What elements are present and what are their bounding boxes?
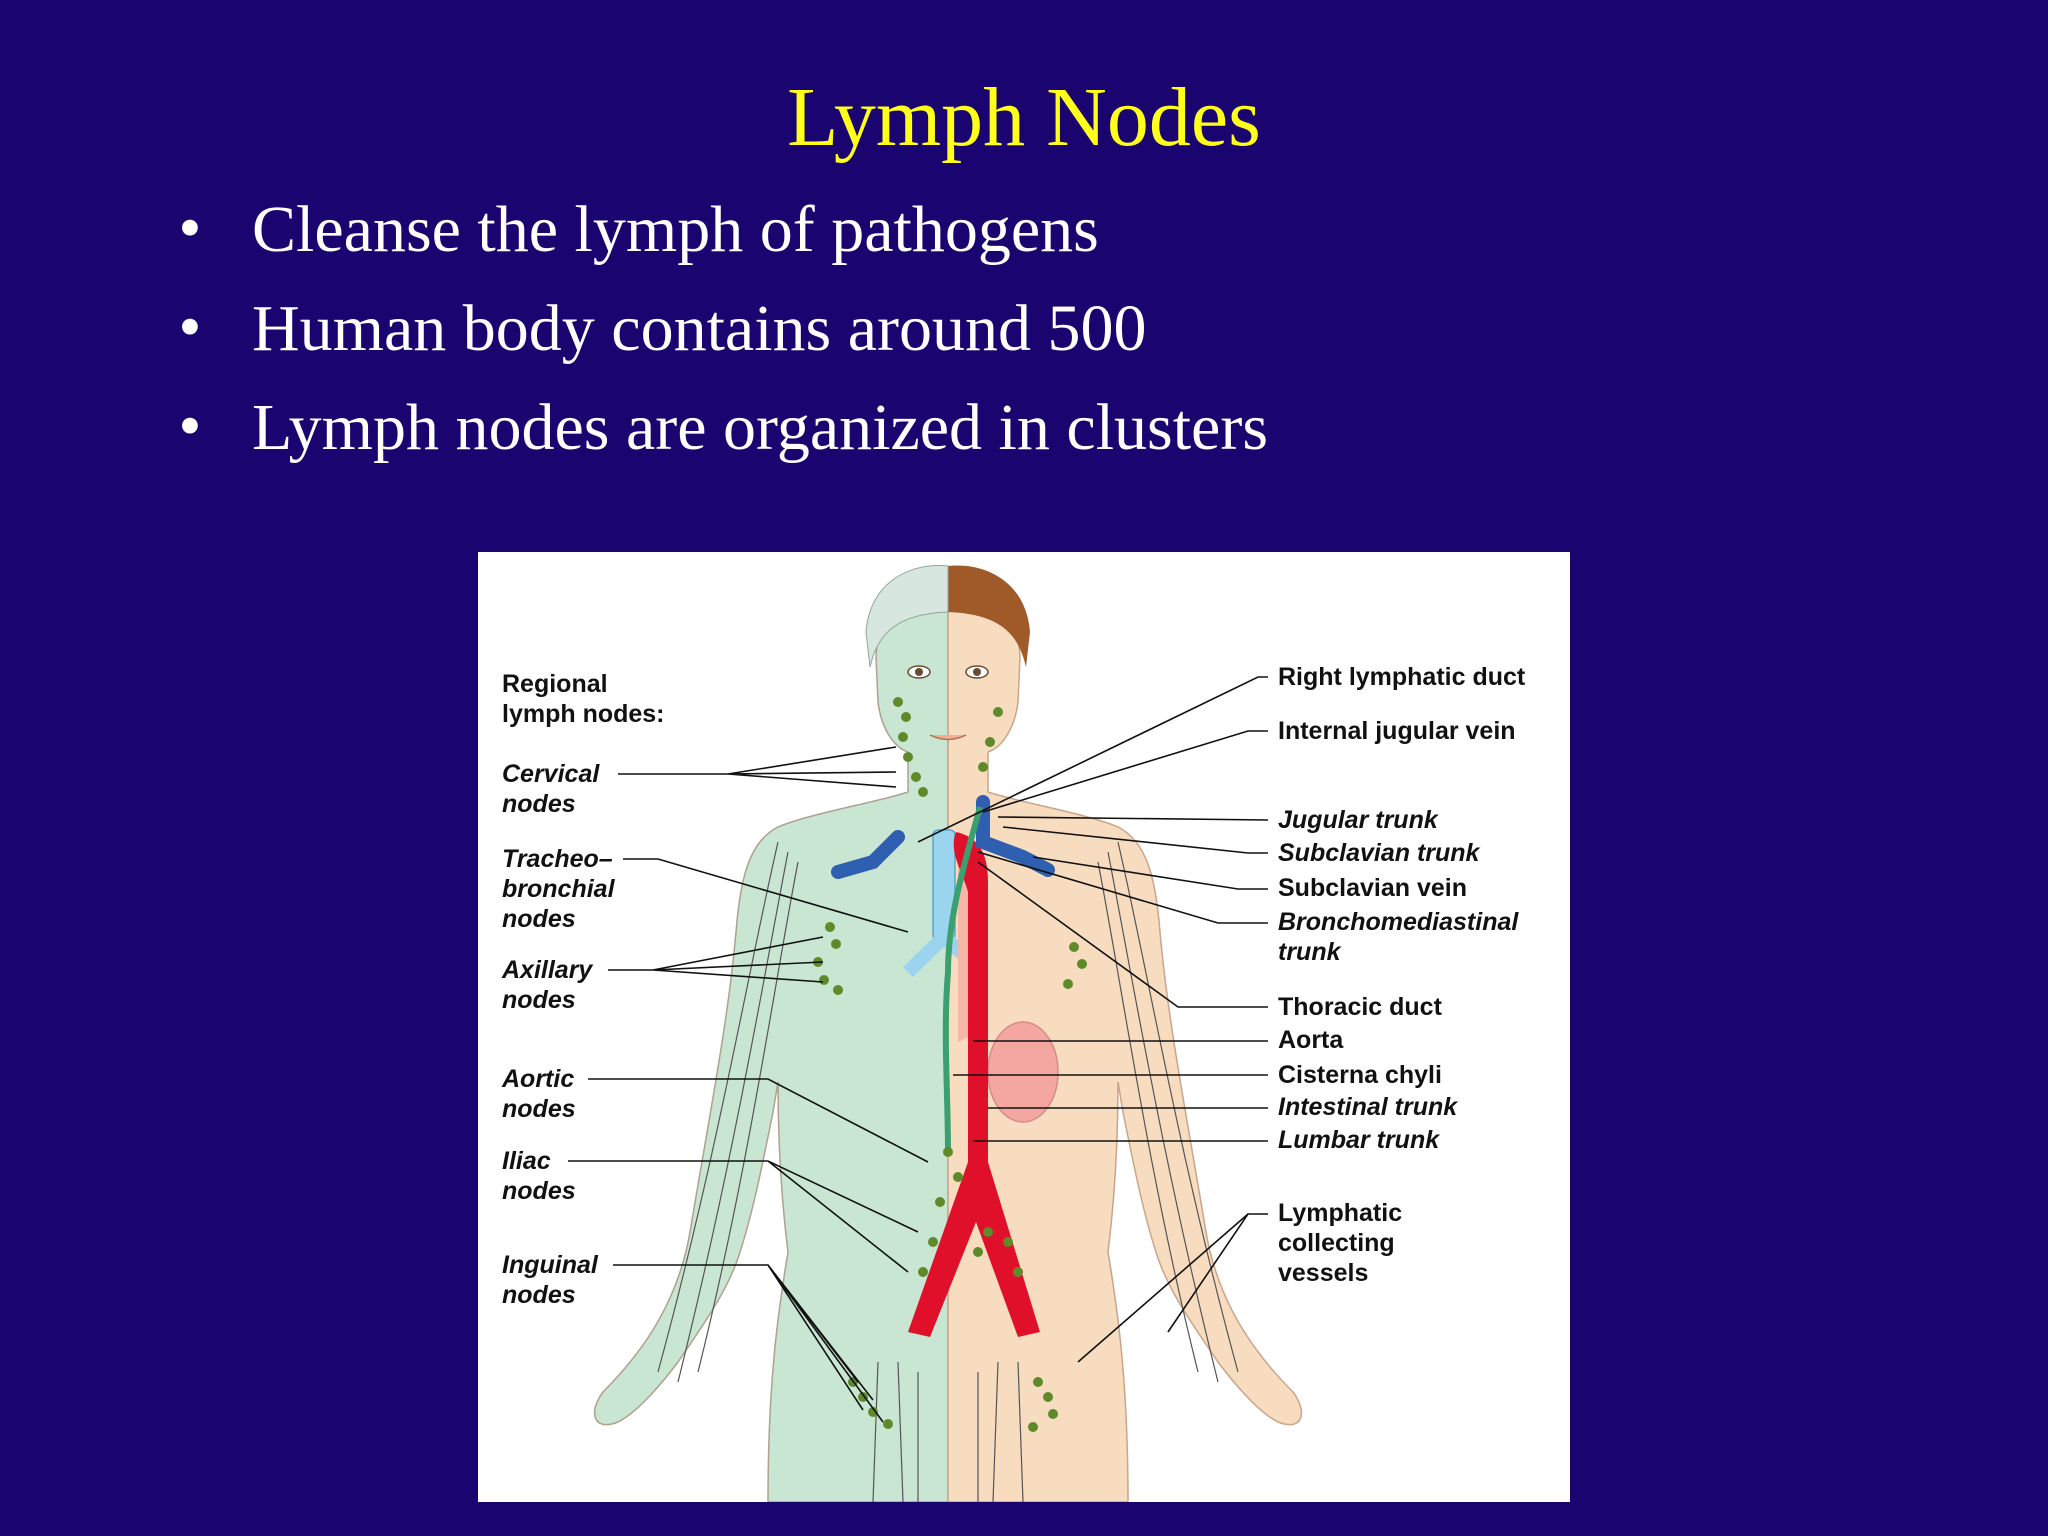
label-axillary-nodes: Axillary nodes	[502, 956, 593, 1014]
leader-lines	[568, 676, 1269, 1423]
label-cisterna-chyli: Cisterna chyli	[1278, 1061, 1442, 1089]
bullet-list: • Cleanse the lymph of pathogens • Human b…	[170, 180, 1268, 477]
label-thoracic-duct: Thoracic duct	[1278, 993, 1442, 1021]
collecting-vessels	[657, 841, 1239, 1502]
hair-left	[865, 564, 949, 668]
label-bronchomediastinal-trunk: Bronchomediastinal trunk	[1278, 908, 1519, 966]
label-subclavian-vein: Subclavian vein	[1278, 874, 1467, 902]
aorta	[908, 832, 1040, 1337]
lymphatic-body-illustration	[568, 564, 1303, 1502]
bullet-item: • Cleanse the lymph of pathogens	[170, 180, 1268, 279]
label-intestinal-trunk: Intestinal trunk	[1278, 1093, 1458, 1121]
label-inguinal-nodes: Inguinal nodes	[502, 1251, 598, 1309]
subclavian-vein-right	[976, 795, 1055, 877]
hair-right	[948, 565, 1030, 667]
lymph-nodes	[813, 697, 1087, 1432]
label-lymphatic-collecting-vessels: Lymphatic collecting vessels	[1278, 1199, 1403, 1287]
body-right-half	[947, 581, 1303, 1502]
label-internal-jugular-vein: Internal jugular vein	[1278, 717, 1516, 745]
regional-nodes-heading: Regional lymph nodes:	[502, 670, 665, 728]
slide-title: Lymph Nodes	[787, 71, 1261, 164]
bullet-dot-icon: •	[174, 198, 206, 261]
bullet-text: Human body contains around 500	[252, 292, 1147, 365]
bullet-text: Lymph nodes are organized in clusters	[252, 391, 1269, 464]
bullet-item: • Lymph nodes are organized in clusters	[170, 378, 1268, 477]
stomach	[987, 1021, 1059, 1123]
lymphatic-system-figure: Regional lymph nodes: Cervical nodes Tra…	[478, 552, 1570, 1502]
label-subclavian-trunk: Subclavian trunk	[1278, 839, 1480, 867]
mouth	[929, 734, 967, 741]
subclavian-vein-left	[831, 830, 905, 879]
bullet-text: Cleanse the lymph of pathogens	[252, 193, 1099, 266]
label-aorta: Aorta	[1278, 1026, 1344, 1054]
bullet-item: • Human body contains around 500	[170, 279, 1268, 378]
label-right-lymphatic-duct: Right lymphatic duct	[1278, 663, 1526, 691]
bullet-dot-icon: •	[174, 297, 206, 360]
body-left-half	[593, 581, 949, 1502]
label-cervical-nodes: Cervical nodes	[502, 760, 600, 818]
label-aortic-nodes: Aortic nodes	[502, 1065, 576, 1123]
label-tracheobronchial-nodes: Tracheo– bronchial nodes	[502, 845, 615, 933]
label-iliac-nodes: Iliac nodes	[502, 1147, 576, 1205]
label-jugular-trunk: Jugular trunk	[1278, 806, 1438, 834]
bullet-dot-icon: •	[174, 396, 206, 459]
thoracic-duct	[942, 806, 983, 1153]
label-lumbar-trunk: Lumbar trunk	[1278, 1126, 1440, 1154]
